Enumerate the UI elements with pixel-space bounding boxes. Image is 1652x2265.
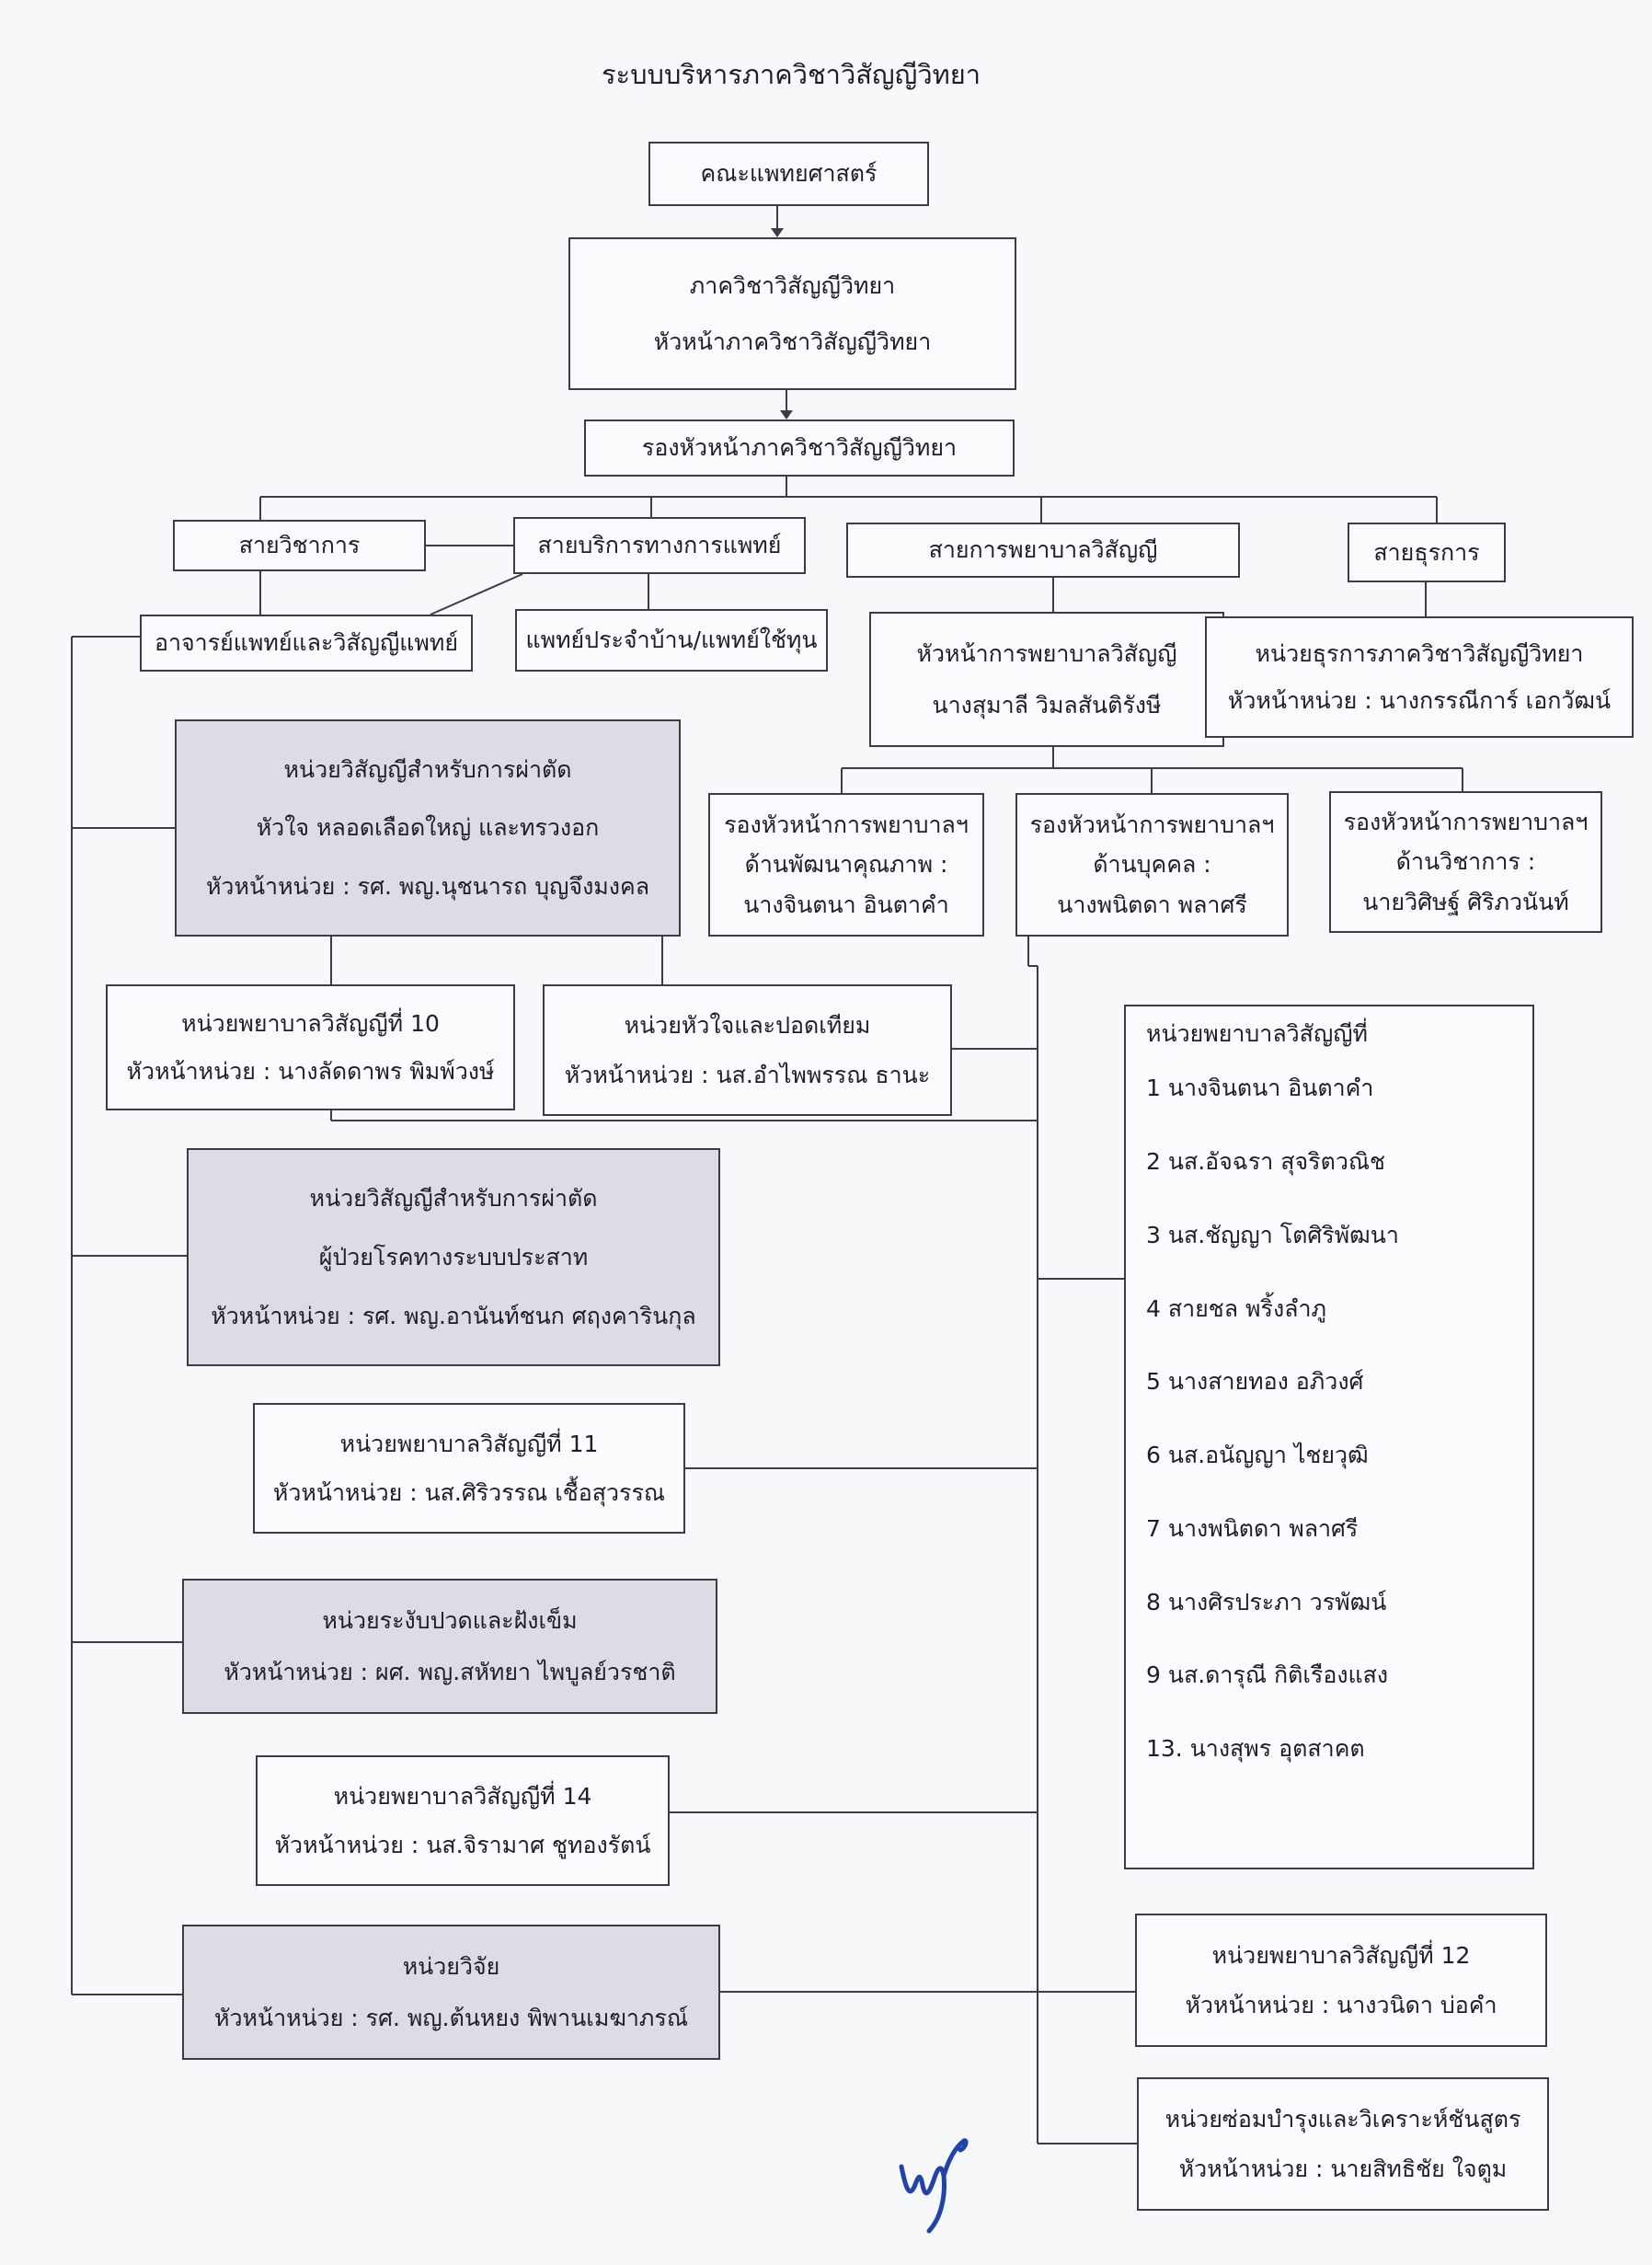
deputy-quality-name: นางจินตนา อินตาคำ: [743, 891, 949, 919]
admin-unit-head: หัวหน้าหน่วย : นางกรรณีการ์ เอกวัฒน์: [1227, 686, 1612, 714]
list-item: 5 นางสายทอง อภิวงศ์: [1146, 1368, 1364, 1396]
deputy-personnel-box: รองหัวหน้าการพยาบาลฯ ด้านบุคคล : นางพนิต…: [1015, 793, 1289, 937]
neuro-unit-title: หน่วยวิสัญญีสำหรับการผ่าตัด: [309, 1184, 598, 1212]
list-item: 13. นางสุพร อุตสาคต: [1146, 1735, 1365, 1762]
nursing-unit-12-box: หน่วยพยาบาลวิสัญญีที่ 12 หัวหน้าหน่วย : …: [1135, 1914, 1547, 2047]
list-item: 8 นางศิรประภา วรพัฒน์: [1146, 1588, 1387, 1615]
list-item: 2 นส.อัจฉรา สุจริตวณิช: [1146, 1148, 1386, 1175]
cardiothoracic-unit-subtitle: หัวใจ หลอดเลือดใหญ่ และทรวงอก: [256, 814, 600, 842]
nursing-unit-14-head: หัวหน้าหน่วย : นส.จิรามาศ ชูทองรัตน์: [274, 1832, 651, 1859]
anesthesiologists-label: อาจารย์แพทย์และวิสัญญีแพทย์: [154, 629, 459, 657]
medical-service-line-box: สายบริการทางการแพทย์: [513, 517, 806, 574]
deputy-personnel-name: นางพนิตดา พลาศรี: [1057, 891, 1247, 919]
nursing-line-label: สายการพยาบาลวิสัญญี: [928, 536, 1158, 564]
head-nurse-title: หัวหน้าการพยาบาลวิสัญญี: [916, 640, 1177, 668]
research-unit-box: หน่วยวิจัย หัวหน้าหน่วย : รศ. พญ.ต้นหยง …: [182, 1925, 720, 2060]
faculty-box: คณะแพทยศาสตร์: [648, 142, 929, 206]
deputy-academic-name: นายวิศิษฐ์ ศิริภวนันท์: [1362, 888, 1569, 915]
heart-lung-unit-head: หัวหน้าหน่วย : นส.อำไพพรรณ ธานะ: [564, 1061, 931, 1088]
heart-lung-unit-title: หน่วยหัวใจและปอดเทียม: [624, 1011, 871, 1039]
nursing-unit-11-box: หน่วยพยาบาลวิสัญญีที่ 11 หัวหน้าหน่วย : …: [253, 1403, 685, 1534]
research-unit-head: หัวหน้าหน่วย : รศ. พญ.ต้นหยง พิพานเมฆาภร…: [213, 2004, 689, 2031]
heart-lung-unit-box: หน่วยหัวใจและปอดเทียม หัวหน้าหน่วย : นส.…: [543, 984, 952, 1116]
admin-line-box: สายธุรการ: [1348, 523, 1506, 582]
head-nurse-name: นางสุมาลี วิมลสันติรังษี: [932, 691, 1162, 719]
maintenance-unit-box: หน่วยซ่อมบำรุงและวิเคราะห์ชันสูตร หัวหน้…: [1137, 2077, 1549, 2211]
nursing-units-heading: หน่วยพยาบาลวิสัญญีที่: [1146, 1020, 1369, 1047]
anesthesiologists-box: อาจารย์แพทย์และวิสัญญีแพทย์: [140, 615, 473, 672]
deputy-academic-title: รองหัวหน้าการพยาบาลฯ: [1343, 809, 1589, 836]
deputy-quality-area: ด้านพัฒนาคุณภาพ :: [744, 851, 948, 879]
deputy-personnel-title: รองหัวหน้าการพยาบาลฯ: [1029, 811, 1275, 838]
nursing-unit-12-title: หน่วยพยาบาลวิสัญญีที่ 12: [1211, 1941, 1471, 1969]
neuro-unit-head: หัวหน้าหน่วย : รศ. พญ.อานันท์ชนก ศฤงคาริ…: [211, 1302, 696, 1329]
list-item: 9 นส.ดารุณี กิติเรืองแสง: [1146, 1661, 1389, 1689]
nursing-unit-10-box: หน่วยพยาบาลวิสัญญีที่ 10 หัวหน้าหน่วย : …: [106, 984, 515, 1110]
cardiothoracic-unit-box: หน่วยวิสัญญีสำหรับการผ่าตัด หัวใจ หลอดเล…: [175, 719, 681, 937]
nursing-unit-14-box: หน่วยพยาบาลวิสัญญีที่ 14 หัวหน้าหน่วย : …: [256, 1755, 670, 1886]
list-item: 4 สายชล พริ้งลำภู: [1146, 1294, 1326, 1322]
department-head: หัวหน้าภาควิชาวิสัญญีวิทยา: [653, 328, 932, 356]
medical-service-line-label: สายบริการทางการแพทย์: [537, 532, 782, 559]
nursing-unit-11-head: หัวหน้าหน่วย : นส.ศิริวรรณ เชื้อสุวรรณ: [272, 1479, 666, 1507]
admin-unit-title: หน่วยธุรการภาควิชาวิสัญญีวิทยา: [1255, 640, 1584, 668]
list-item: 7 นางพนิตดา พลาศรี: [1146, 1514, 1359, 1542]
pain-unit-head: หัวหน้าหน่วย : ผศ. พญ.สหัทยา ไพบูลย์วรชา…: [224, 1658, 676, 1685]
faculty-label: คณะแพทยศาสตร์: [700, 160, 878, 188]
admin-unit-box: หน่วยธุรการภาควิชาวิสัญญีวิทยา หัวหน้าหน…: [1205, 616, 1634, 738]
residents-label: แพทย์ประจำบ้าน/แพทย์ใช้ทุน: [525, 627, 818, 654]
deputy-head-label: รองหัวหน้าภาควิชาวิสัญญีวิทยา: [641, 434, 958, 462]
deputy-head-box: รองหัวหน้าภาควิชาวิสัญญีวิทยา: [584, 420, 1015, 477]
list-item: 6 นส.อนัญญา ไชยวุฒิ: [1146, 1442, 1369, 1468]
signature-mark: [899, 2138, 969, 2234]
pain-unit-box: หน่วยระงับปวดและฝังเข็ม หัวหน้าหน่วย : ผ…: [182, 1579, 717, 1714]
nursing-units-list-box: หน่วยพยาบาลวิสัญญีที่ 1 นางจินตนา อินตาค…: [1124, 1005, 1534, 1869]
nursing-unit-14-title: หน่วยพยาบาลวิสัญญีที่ 14: [333, 1782, 592, 1810]
academic-line-box: สายวิชาการ: [173, 520, 426, 571]
list-item: 1 นางจินตนา อินตาคำ: [1146, 1075, 1374, 1102]
neuro-unit-subtitle: ผู้ป่วยโรคทางระบบประสาท: [318, 1243, 589, 1270]
nursing-unit-10-title: หน่วยพยาบาลวิสัญญีที่ 10: [181, 1009, 440, 1037]
nursing-unit-12-head: หัวหน้าหน่วย : นางวนิดา บ่อคำ: [1185, 1992, 1497, 2019]
maintenance-unit-title: หน่วยซ่อมบำรุงและวิเคราะห์ชันสูตร: [1164, 2105, 1521, 2133]
admin-line-label: สายธุรการ: [1373, 538, 1480, 566]
residents-box: แพทย์ประจำบ้าน/แพทย์ใช้ทุน: [515, 609, 828, 672]
research-unit-title: หน่วยวิจัย: [402, 1953, 500, 1981]
deputy-quality-box: รองหัวหน้าการพยาบาลฯ ด้านพัฒนาคุณภาพ : น…: [708, 793, 984, 937]
deputy-academic-box: รองหัวหน้าการพยาบาลฯ ด้านวิชาการ : นายวิ…: [1329, 791, 1602, 933]
department-name: ภาควิชาวิสัญญีวิทยา: [689, 271, 896, 299]
head-nurse-box: หัวหน้าการพยาบาลวิสัญญี นางสุมาลี วิมลสั…: [869, 612, 1224, 747]
nursing-unit-11-title: หน่วยพยาบาลวิสัญญีที่ 11: [339, 1430, 599, 1457]
cardiothoracic-unit-title: หน่วยวิสัญญีสำหรับการผ่าตัด: [283, 755, 572, 783]
academic-line-label: สายวิชาการ: [238, 532, 361, 559]
deputy-personnel-area: ด้านบุคคล :: [1093, 851, 1211, 879]
pain-unit-title: หน่วยระงับปวดและฝังเข็ม: [322, 1607, 578, 1635]
deputy-quality-title: รองหัวหน้าการพยาบาลฯ: [724, 811, 969, 838]
nursing-line-box: สายการพยาบาลวิสัญญี: [846, 523, 1240, 578]
deputy-academic-area: ด้านวิชาการ :: [1395, 848, 1536, 876]
maintenance-unit-head: หัวหน้าหน่วย : นายสิทธิชัย ใจตูม: [1178, 2156, 1508, 2183]
department-box: ภาควิชาวิสัญญีวิทยา หัวหน้าภาควิชาวิสัญญ…: [568, 237, 1016, 390]
page-title: ระบบบริหารภาควิชาวิสัญญีวิทยา: [601, 59, 981, 90]
cardiothoracic-unit-head: หัวหน้าหน่วย : รศ. พญ.นุชนารถ บุญจึงมงคล: [205, 873, 650, 901]
list-item: 3 นส.ชัญญา โตศิริพัฒนา: [1146, 1221, 1399, 1248]
nursing-unit-10-head: หัวหน้าหน่วย : นางลัดดาพร พิมพ์วงษ์: [126, 1057, 495, 1085]
neuro-unit-box: หน่วยวิสัญญีสำหรับการผ่าตัด ผู้ป่วยโรคทา…: [187, 1148, 720, 1366]
